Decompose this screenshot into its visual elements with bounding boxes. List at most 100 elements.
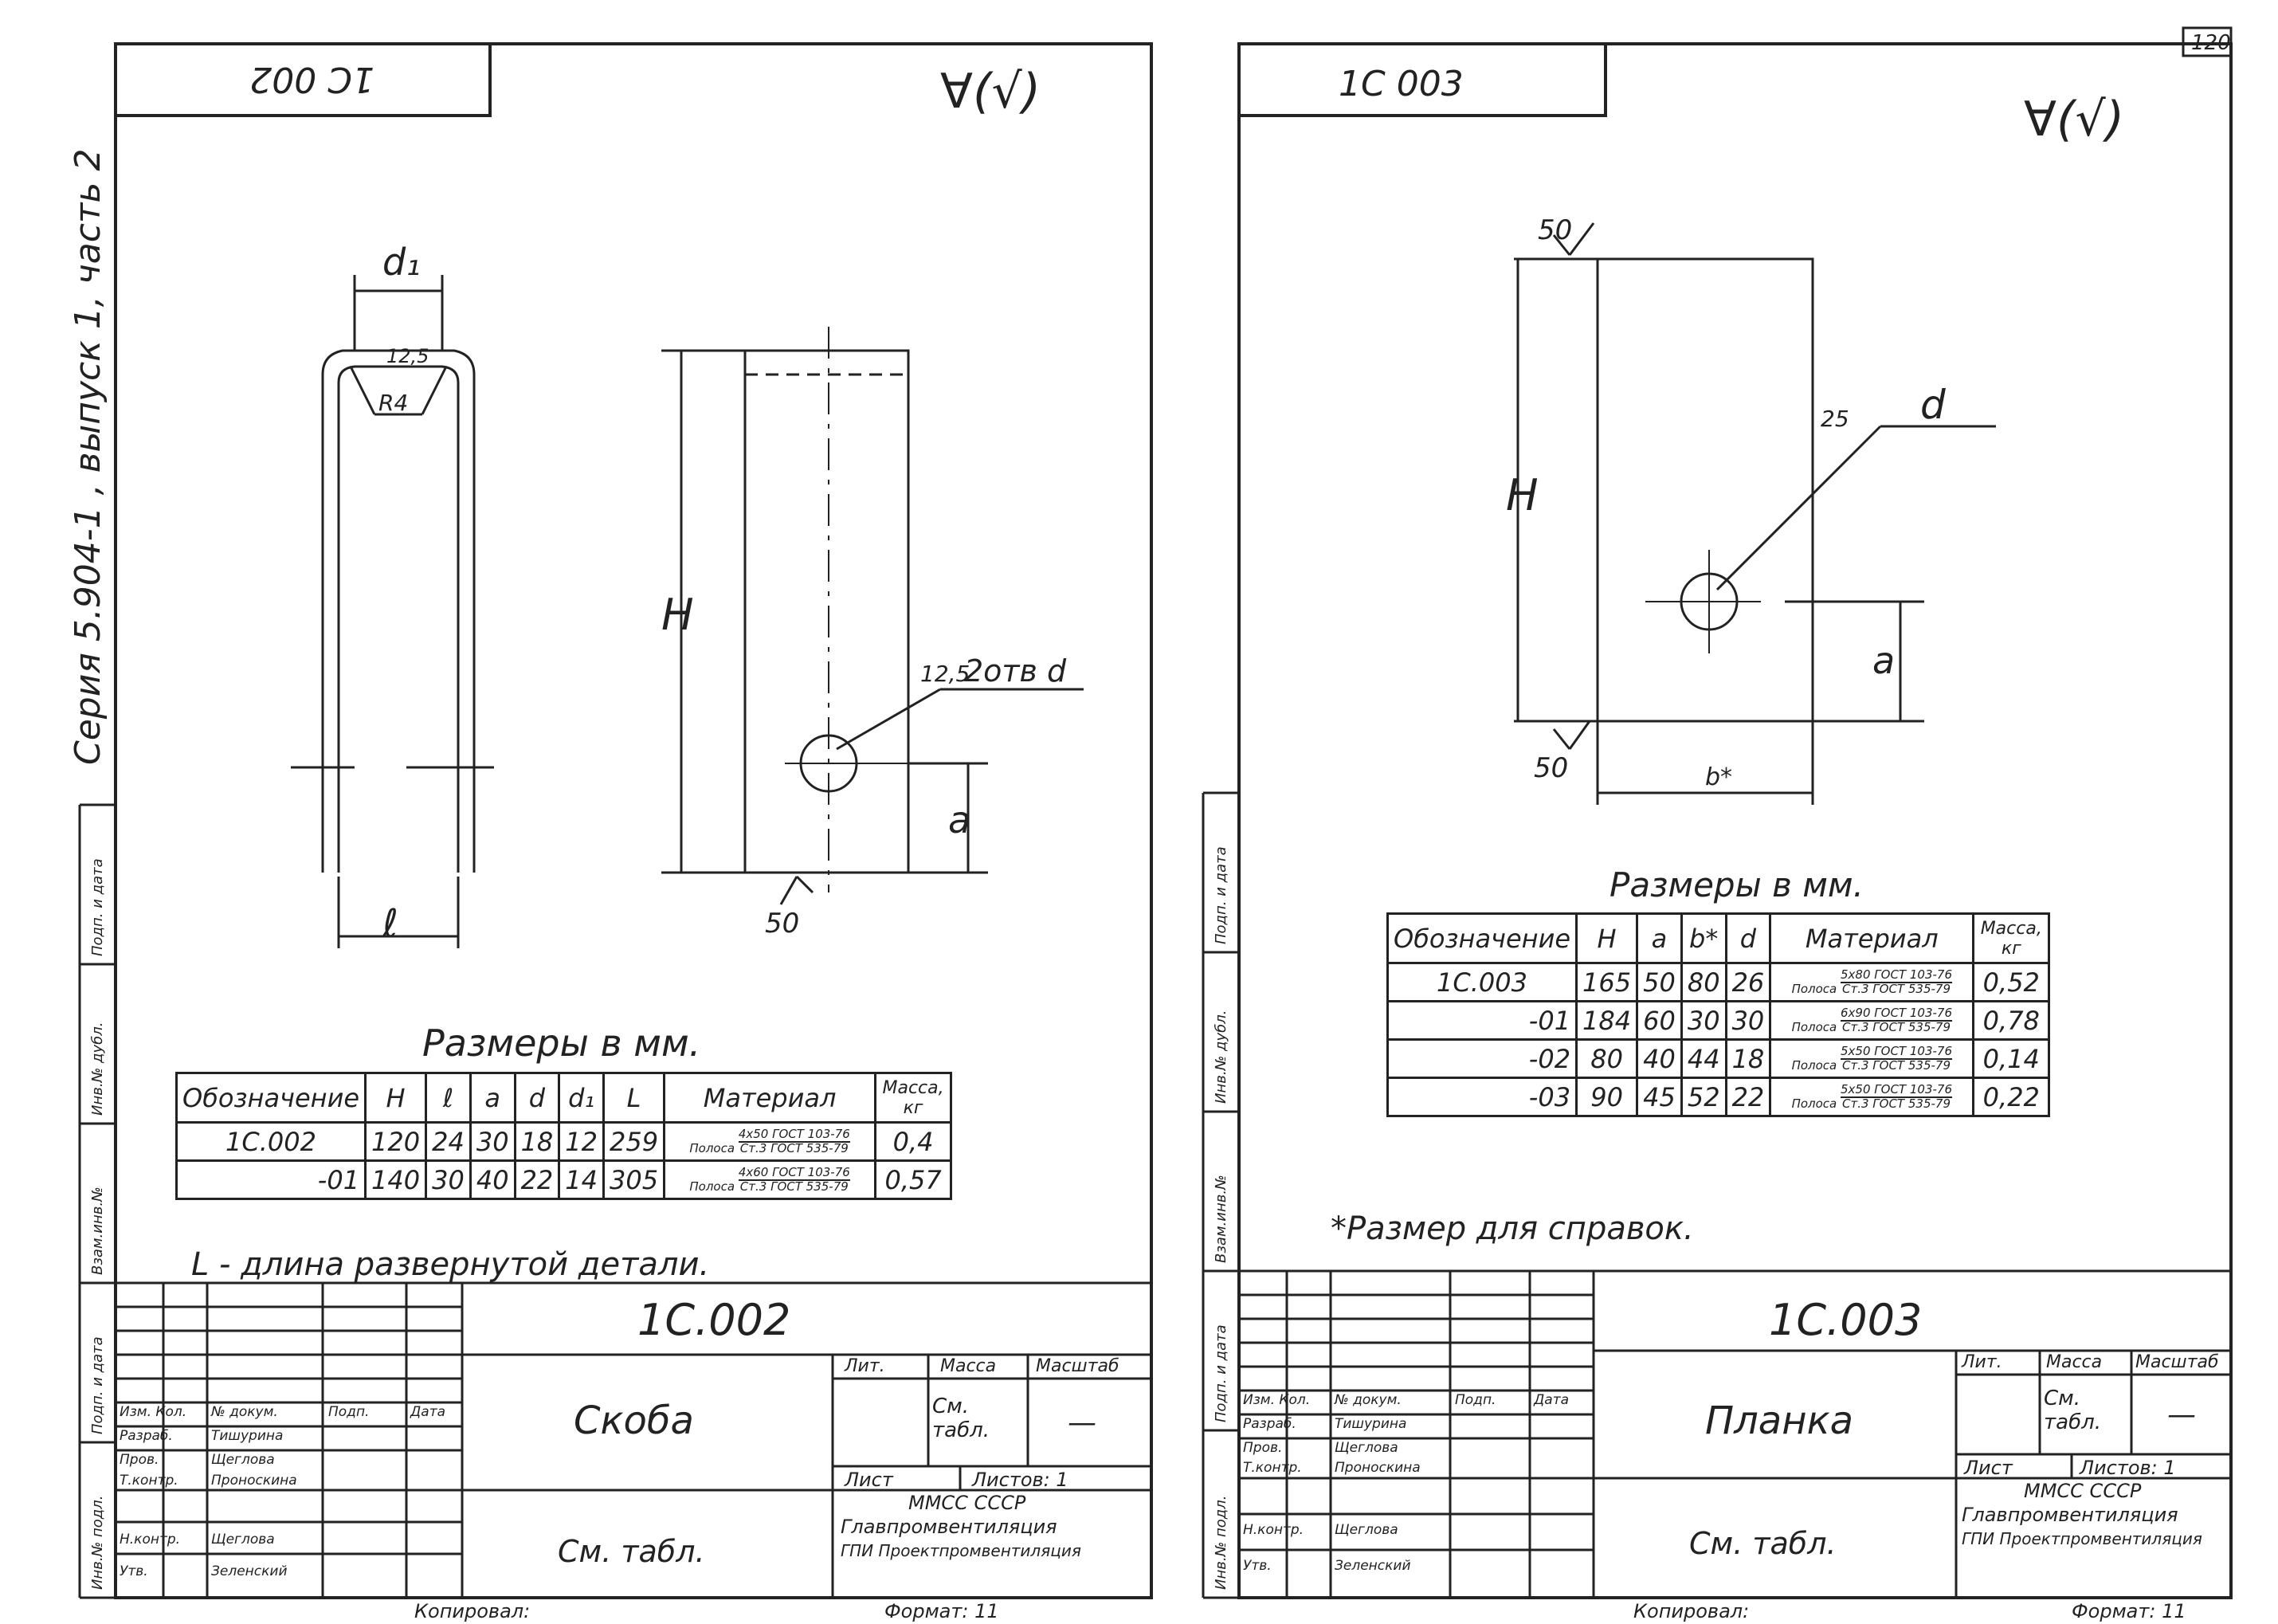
cell-H: 140 xyxy=(364,1159,428,1200)
material-top: 4х60 ГОСТ 103-76 xyxy=(738,1164,850,1181)
material-top: 5х80 ГОСТ 103-76 xyxy=(1841,967,1952,983)
dim-a-right: a xyxy=(1872,639,1895,682)
right-role-2: Пров. xyxy=(1243,1440,1283,1456)
right-stamp-code: 1С 003 xyxy=(1339,64,1464,104)
material-prefix: Полоса xyxy=(1791,1057,1837,1073)
left-role-name-0: № докум. xyxy=(211,1404,278,1420)
cell-designation: 1С.003 xyxy=(1386,962,1578,1002)
material-top: 5х50 ГОСТ 103-76 xyxy=(1841,1081,1952,1098)
table-header-row: Обозначение H ℓ a d d₁ L Материал Масса,… xyxy=(174,1072,953,1124)
dim-r25: 25 xyxy=(1821,406,1849,432)
left-role-name-3: Проноскина xyxy=(211,1473,297,1489)
left-dimension-table: Обозначение H ℓ a d d₁ L Материал Масса,… xyxy=(174,1072,953,1200)
left-table-caption: Размеры в мм. xyxy=(422,1022,700,1065)
cell-H: 165 xyxy=(1575,962,1639,1002)
right-role-1: Разраб. xyxy=(1243,1416,1296,1432)
cell-a: 40 xyxy=(469,1159,516,1200)
cell-H: 120 xyxy=(364,1121,428,1162)
dim-H-right: H xyxy=(1506,470,1539,520)
cell-b: 44 xyxy=(1680,1038,1727,1079)
right-material-ref: См. табл. xyxy=(1689,1526,1837,1561)
right-role-name-0: № докум. xyxy=(1335,1392,1402,1408)
right-org3: ГПИ Проектпромвентиляция xyxy=(1962,1529,2202,1548)
right-org2: Главпромвентиляция xyxy=(1962,1504,2178,1526)
cell-designation: -01 xyxy=(1386,1000,1578,1041)
dim-r125b: 12,5 xyxy=(920,661,970,687)
cell-L: 259 xyxy=(602,1121,666,1162)
material-bottom: Ст.3 ГОСТ 535-79 xyxy=(1842,1057,1951,1073)
cell-mass: 0,14 xyxy=(1972,1038,2051,1079)
right-strip-4: Инв.№ подл. xyxy=(1213,1496,1229,1590)
right-org1: ММСС СССР xyxy=(2024,1480,2142,1502)
dim-b-right: b* xyxy=(1705,763,1732,791)
right-role-date-0: Дата xyxy=(1534,1392,1570,1408)
right-lit-label: Лит. xyxy=(1962,1352,2002,1372)
cell-designation: 1С.002 xyxy=(174,1121,367,1162)
right-scale-value: — xyxy=(2167,1398,2196,1431)
left-role-sign-0: Подп. xyxy=(328,1404,370,1420)
right-sheet-label: Лист xyxy=(1964,1457,2013,1479)
left-role-0: Изм. Кол. xyxy=(120,1404,187,1420)
cell-b: 30 xyxy=(1680,1000,1727,1041)
left-role-name-1: Тишурина xyxy=(211,1428,284,1444)
cell-mass: 0,4 xyxy=(874,1121,953,1162)
material-bottom: Ст.3 ГОСТ 535-79 xyxy=(739,1179,849,1194)
material-bottom: Ст.3 ГОСТ 535-79 xyxy=(1842,1019,1951,1034)
dim-s50a-right: 50 xyxy=(1538,214,1572,246)
right-role-sign-0: Подп. xyxy=(1455,1392,1496,1408)
cell-l: 24 xyxy=(425,1121,472,1162)
left-role-name-4: Щеглова xyxy=(211,1532,275,1548)
col-header: ℓ xyxy=(425,1072,472,1124)
cell-d1: 14 xyxy=(558,1159,605,1200)
cell-designation: -01 xyxy=(174,1159,367,1200)
right-doc-code: 1С.003 xyxy=(1769,1295,1923,1345)
table-row: -01 140 30 40 22 14 305 Полоса 4х60 ГОСТ… xyxy=(174,1159,953,1200)
col-header: a xyxy=(1636,912,1683,964)
left-role-name-2: Щеглова xyxy=(211,1452,275,1468)
material-prefix: Полоса xyxy=(1791,1096,1837,1111)
col-header: Обозначение xyxy=(1386,912,1578,964)
left-scale-value: — xyxy=(1068,1406,1096,1439)
col-header: a xyxy=(469,1072,516,1124)
cell-material: Полоса 5х50 ГОСТ 103-76 Ст.3 ГОСТ 535-79 xyxy=(1769,1038,1975,1079)
cell-material: Полоса 4х50 ГОСТ 103-76 Ст.3 ГОСТ 535-79 xyxy=(663,1121,877,1162)
cell-b: 52 xyxy=(1680,1077,1727,1117)
cell-mass: 0,57 xyxy=(874,1159,953,1200)
cell-d: 18 xyxy=(1724,1038,1772,1079)
sheet-number: 120 xyxy=(2191,31,2231,55)
material-bottom: Ст.3 ГОСТ 535-79 xyxy=(739,1140,849,1155)
cell-b: 80 xyxy=(1680,962,1727,1002)
cell-d: 30 xyxy=(1724,1000,1772,1041)
left-role-4: Н.контр. xyxy=(120,1532,181,1548)
col-header: d xyxy=(1724,912,1772,964)
left-roughness-mark: ∀(√) xyxy=(940,64,1041,120)
left-strip-4: Инв.№ подл. xyxy=(89,1496,106,1590)
material-bottom: Ст.3 ГОСТ 535-79 xyxy=(1842,981,1951,996)
right-roughness-mark: ∀(√) xyxy=(2024,92,2124,147)
table-row: 1С.003 165 50 80 26 Полоса 5х80 ГОСТ 103… xyxy=(1386,962,2051,1002)
right-table-caption: Размеры в мм. xyxy=(1609,865,1864,904)
left-role-3: Т.контр. xyxy=(120,1473,178,1489)
left-role-date-0: Дата xyxy=(410,1404,446,1420)
left-scale-label: Масштаб xyxy=(1036,1356,1119,1376)
col-header: Материал xyxy=(1769,912,1975,964)
left-strip-0: Подп. и дата xyxy=(89,858,106,956)
dim-s50-left: 50 xyxy=(765,908,799,939)
left-sheet-label: Лист xyxy=(845,1469,893,1491)
cell-a: 40 xyxy=(1636,1038,1683,1079)
col-header: b* xyxy=(1680,912,1727,964)
right-role-name-5: Зеленский xyxy=(1335,1558,1411,1574)
left-title-block-frame xyxy=(114,1281,1153,1599)
col-header: Обозначение xyxy=(174,1072,367,1124)
col-header: H xyxy=(1575,912,1639,964)
cell-H: 90 xyxy=(1575,1077,1639,1117)
left-sheets-label: Листов: 1 xyxy=(972,1469,1068,1491)
dim-r4: R4 xyxy=(378,390,408,416)
material-prefix: Полоса xyxy=(1791,981,1837,996)
left-stamp-code: 1С 002 xyxy=(249,59,374,100)
right-strip-0: Подп. и дата xyxy=(1213,846,1229,944)
table-row: 1С.002 120 24 30 18 12 259 Полоса 4х50 Г… xyxy=(174,1121,953,1162)
left-role-5: Утв. xyxy=(120,1563,148,1579)
right-role-0: Изм. Кол. xyxy=(1243,1392,1311,1408)
